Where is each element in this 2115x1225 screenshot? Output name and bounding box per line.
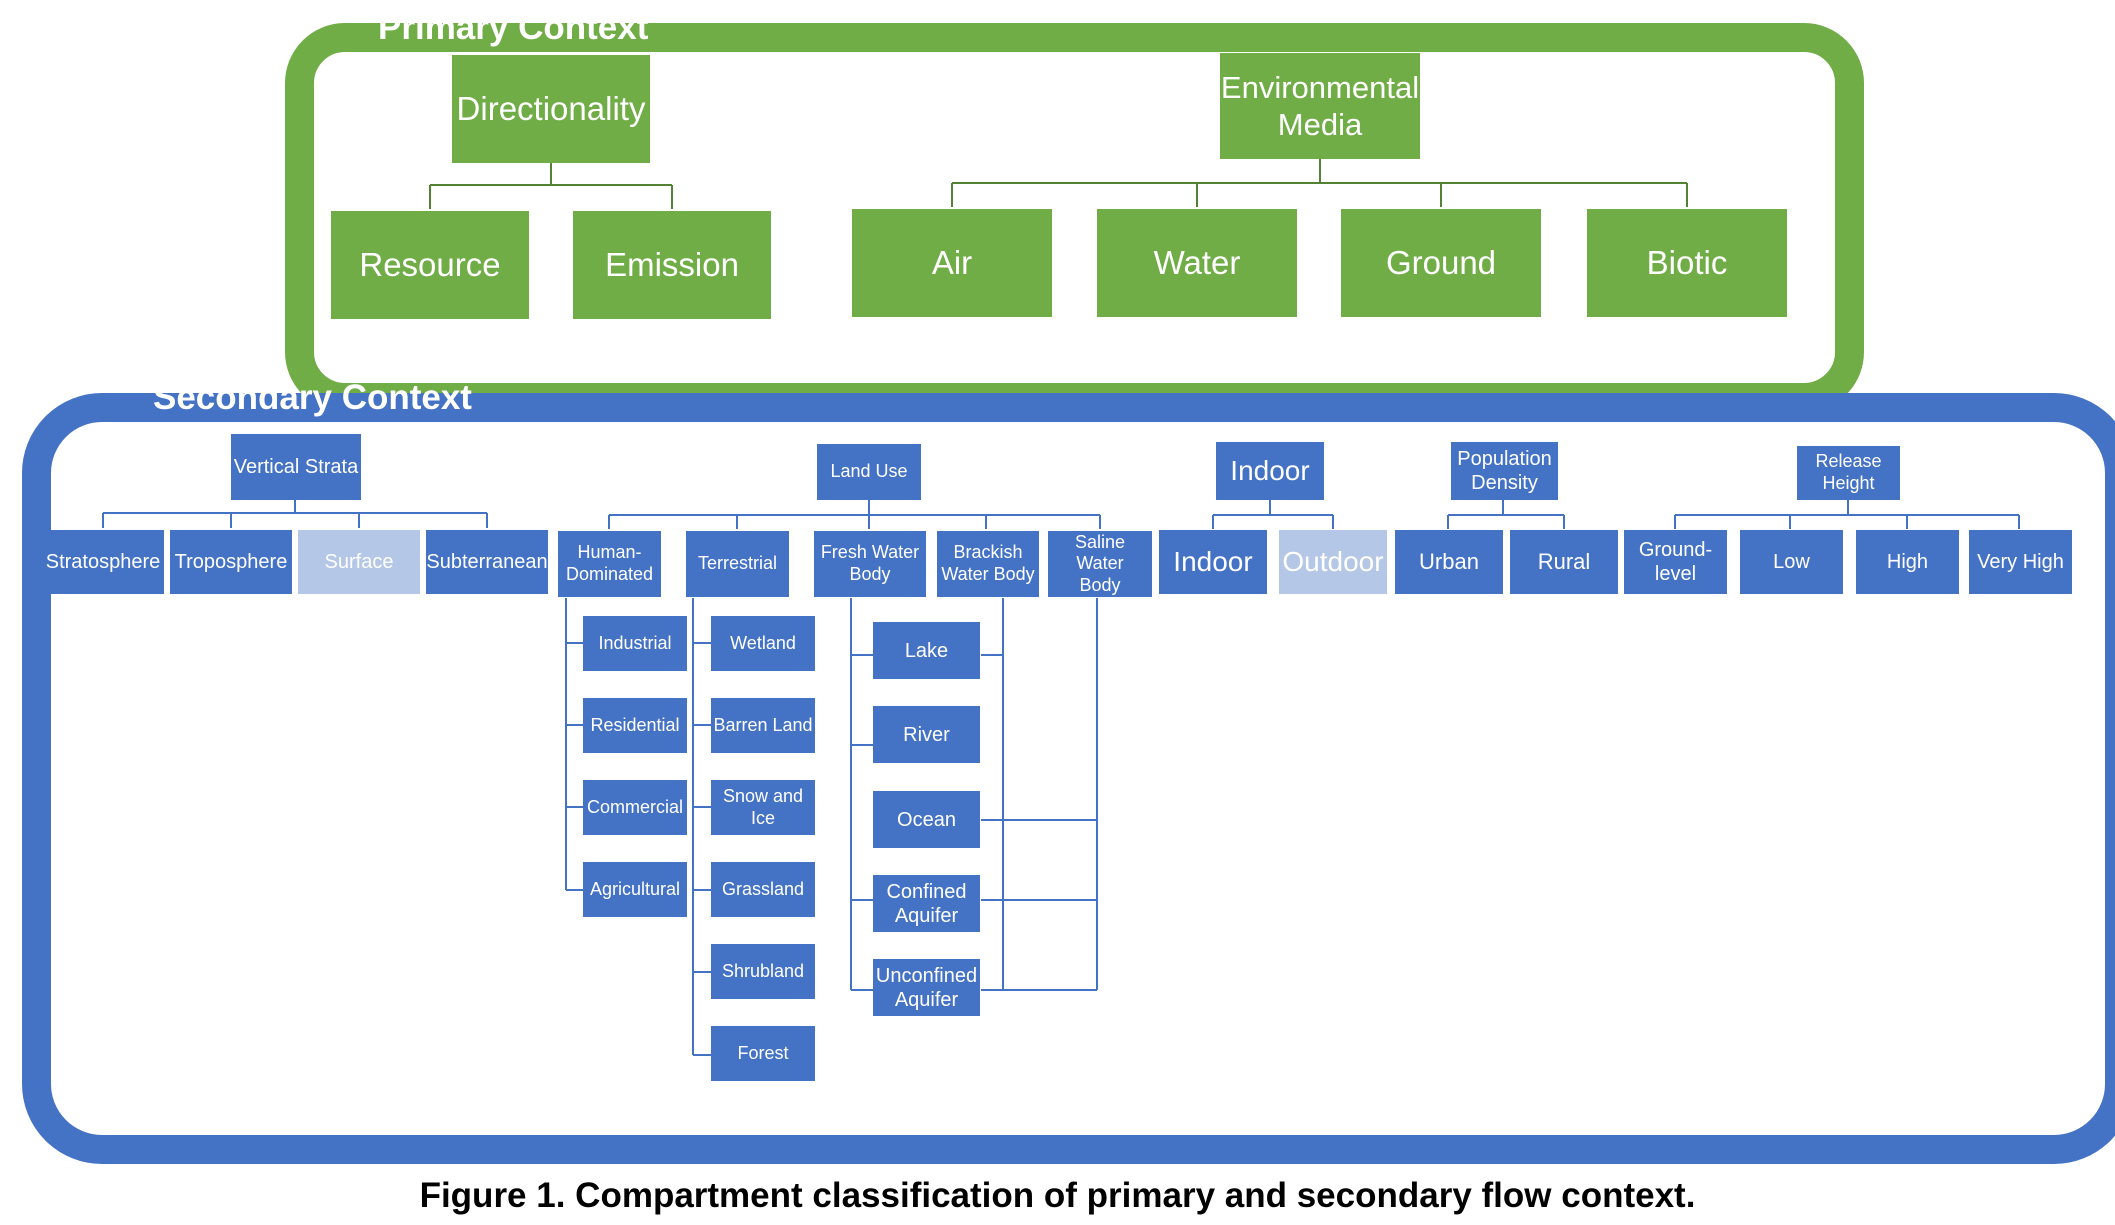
barren-land-box: Barren Land (711, 698, 815, 753)
confined-aquifer-box: Confined Aquifer (873, 875, 980, 932)
directionality-box: Directionality (452, 55, 650, 163)
urban-box: Urban (1395, 530, 1503, 594)
commercial-box: Commercial (583, 780, 687, 835)
indoor-box: Indoor (1159, 530, 1267, 594)
vertical-strata-box: Vertical Strata (231, 434, 361, 500)
connector-release-height (1674, 500, 2020, 529)
saline-water-body-box: Saline Water Body (1048, 531, 1152, 597)
stratosphere-box: Stratosphere (42, 530, 164, 594)
human-dominated-box: Human- Dominated (558, 531, 661, 597)
secondary-context-title: Secondary Context (153, 378, 472, 417)
industrial-box: Industrial (583, 616, 687, 671)
environmental-media-box: Environmental Media (1220, 53, 1420, 159)
forest-box: Forest (711, 1026, 815, 1081)
air-box: Air (852, 209, 1052, 317)
connector-vertical-strata (102, 500, 488, 528)
connector-indoor (1212, 500, 1334, 529)
land-use-box: Land Use (817, 444, 921, 500)
shrubland-box: Shrubland (711, 944, 815, 999)
low-box: Low (1740, 530, 1843, 594)
connector-land-use (608, 500, 1101, 529)
ground-box: Ground (1341, 209, 1541, 317)
surface-box: Surface (298, 530, 420, 594)
release-height-box: Release Height (1797, 446, 1900, 500)
terrestrial-box: Terrestrial (686, 531, 789, 597)
agricultural-box: Agricultural (583, 862, 687, 917)
connector-population-density (1447, 500, 1565, 529)
connector-environmental-media (951, 159, 1688, 207)
high-box: High (1856, 530, 1959, 594)
connector-fresh-water-children (850, 598, 873, 991)
lake-box: Lake (873, 622, 980, 679)
indoor-group-box: Indoor (1216, 442, 1324, 500)
connector-directionality (429, 163, 673, 209)
brackish-water-body-box: Brackish Water Body (937, 531, 1039, 597)
very-high-box: Very High (1969, 530, 2072, 594)
snow-and-ice-box: Snow and Ice (711, 780, 815, 835)
connector-terrestrial-children (692, 598, 711, 1056)
biotic-box: Biotic (1587, 209, 1787, 317)
rural-box: Rural (1510, 530, 1618, 594)
troposphere-box: Troposphere (170, 530, 292, 594)
primary-context-title: Primary Context (378, 8, 649, 47)
grassland-box: Grassland (711, 862, 815, 917)
ground-level-box: Ground- level (1624, 530, 1727, 594)
ocean-box: Ocean (873, 791, 980, 848)
figure-caption: Figure 1. Compartment classification of … (419, 1176, 1696, 1215)
wetland-box: Wetland (711, 616, 815, 671)
river-box: River (873, 706, 980, 763)
resource-box: Resource (331, 211, 529, 319)
secondary-context-frame (22, 393, 2115, 1164)
residential-box: Residential (583, 698, 687, 753)
emission-box: Emission (573, 211, 771, 319)
connector-saline-water-children (981, 598, 1098, 991)
fresh-water-body-box: Fresh Water Body (814, 531, 926, 597)
water-box: Water (1097, 209, 1297, 317)
connector-human-dominated-children (565, 598, 583, 891)
subterranean-box: Subterranean (426, 530, 548, 594)
connector-brackish-water-children (981, 598, 1004, 991)
unconfined-aquifer-box: Unconfined Aquifer (873, 959, 980, 1016)
outdoor-box: Outdoor (1279, 530, 1387, 594)
population-density-box: Population Density (1451, 442, 1558, 500)
